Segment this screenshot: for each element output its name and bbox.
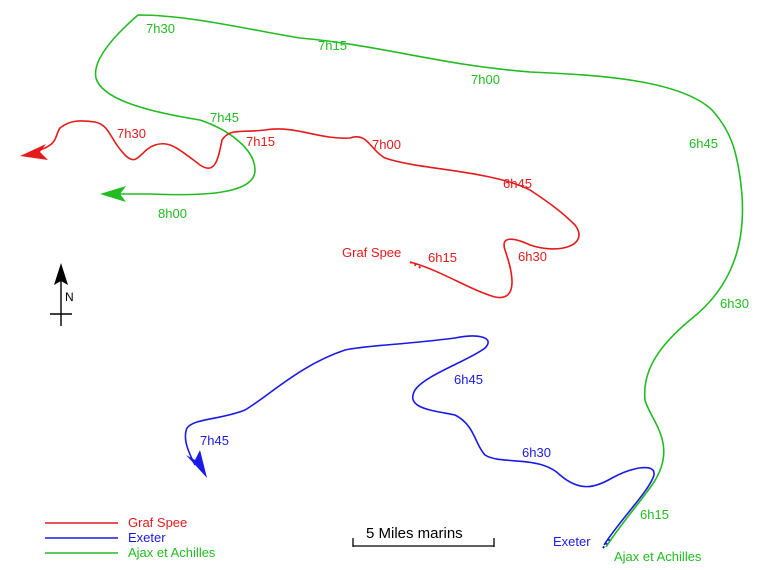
ajax-time-label: 7h45 <box>210 110 239 125</box>
graf-spee-ship-label: Graf Spee <box>342 245 401 260</box>
ajax-time-label: 7h00 <box>471 72 500 87</box>
legend: Graf Spee Exeter Ajax et Achilles <box>45 515 216 560</box>
graf-spee-time-label: 6h45 <box>503 176 532 191</box>
exeter-time-label: 6h30 <box>522 445 551 460</box>
scale-bar: 5 Miles marins <box>352 525 495 547</box>
exeter-arrowhead <box>186 450 207 478</box>
exeter-ship-label: Exeter <box>553 534 591 549</box>
scale-label: 5 Miles marins <box>366 525 463 542</box>
ajax-time-label: 6h30 <box>720 296 749 311</box>
legend-label-exeter: Exeter <box>128 530 166 545</box>
graf-spee-track <box>34 120 580 299</box>
graf-spee-time-label: 7h15 <box>246 134 275 149</box>
legend-label-ajax: Ajax et Achilles <box>128 545 216 560</box>
graf-spee-time-label: 6h15 <box>428 250 457 265</box>
ajax-ship-label: Ajax et Achilles <box>614 549 702 564</box>
ajax-track <box>94 14 744 548</box>
ajax-arrowhead <box>100 186 126 202</box>
north-arrow-icon: N <box>50 263 74 326</box>
graf-spee-arrowhead <box>20 144 48 160</box>
exeter-time-label: 6h45 <box>454 372 483 387</box>
exeter-track <box>184 335 655 546</box>
graf-spee-time-label: 6h30 <box>518 249 547 264</box>
ajax-time-label: 6h15 <box>640 507 669 522</box>
ajax-time-label: 6h45 <box>689 136 718 151</box>
graf-spee-time-label: 7h00 <box>372 137 401 152</box>
graf-spee-start-dots <box>409 261 422 269</box>
graf-spee-time-label: 7h30 <box>117 126 146 141</box>
legend-label-graf-spee: Graf Spee <box>128 515 187 530</box>
ajax-time-label: 7h15 <box>318 38 347 53</box>
ajax-time-label: 7h30 <box>146 21 175 36</box>
ajax-time-label: 8h00 <box>158 206 187 221</box>
north-label: N <box>65 290 74 304</box>
exeter-time-label: 7h45 <box>200 433 229 448</box>
